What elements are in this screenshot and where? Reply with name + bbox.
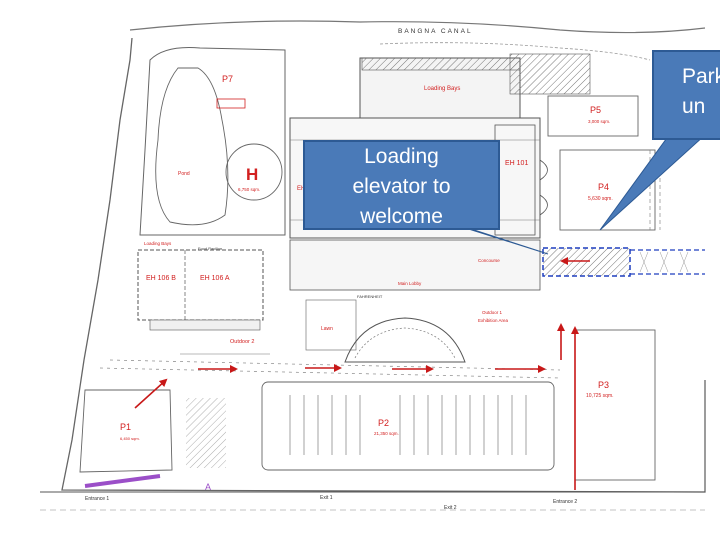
callout-parking-line-2: un	[682, 95, 706, 118]
zone-p1-area: 6,450 sqm.	[120, 436, 140, 441]
zone-p7: P7	[222, 74, 233, 84]
canal-edge-inner	[379, 42, 651, 61]
zone-p4: P4	[598, 182, 609, 192]
label-entrance2: Entrance 2	[553, 499, 577, 505]
hall-eh106	[137, 249, 264, 321]
canal-label: BANGNA CANAL	[398, 28, 473, 35]
zone-p5-area: 3,000 sqm.	[588, 119, 610, 124]
parking-p5	[547, 95, 639, 137]
callout-loading-line-1: Loading	[364, 145, 439, 168]
lobby-block	[289, 239, 541, 291]
purple-marker	[84, 474, 161, 488]
zone-eh101: EH 101	[505, 160, 528, 167]
label-exit1: Exit 1	[320, 495, 333, 501]
zone-p2-area: 21,350 sqm.	[374, 431, 399, 436]
building-north-top	[361, 57, 521, 71]
zone-p3: P3	[598, 380, 609, 390]
building-north-roof	[509, 53, 591, 95]
walkway-line	[630, 249, 705, 275]
parking-p3	[574, 329, 656, 481]
callout-parking-line-1: Park	[682, 65, 720, 88]
p7-sign	[216, 98, 246, 109]
zone-helipad-area: 6,750 sqm.	[238, 187, 260, 192]
canal-edge	[129, 20, 706, 34]
zone-fahrenheit: FAHRENHEIT	[357, 294, 383, 299]
purple-a-marker: A	[205, 482, 211, 492]
zone-p2: P2	[378, 418, 389, 428]
zone-eh106a: EH 106 A	[200, 275, 230, 282]
zone-p3-area: 10,725 sqm.	[586, 393, 614, 399]
zone-pond: Pond	[178, 171, 190, 177]
hall-curves	[539, 159, 548, 216]
zone-exhibition-area: Exhibition Area	[478, 318, 509, 323]
zone-loading-bays-top: Loading Bays	[424, 86, 460, 92]
drop-off-arc	[344, 317, 466, 363]
helipad-ring	[225, 143, 283, 201]
zone-p5: P5	[590, 105, 601, 115]
callout-loading-elevator: Loading elevator to welcome	[303, 140, 500, 230]
parking-p4	[559, 149, 656, 231]
zone-outdoor2: Outdoor 2	[230, 339, 254, 345]
zone-food-pavilion: Food Pavilion	[198, 246, 222, 251]
zone-eh106b: EH 106 B	[146, 275, 176, 282]
zone-outdoor1: Outdoor 1	[482, 310, 503, 315]
zone-p4-area: 5,630 sqm.	[588, 196, 613, 202]
lawn-area	[305, 299, 357, 351]
site-boundary	[61, 37, 706, 493]
callout-loading-line-3: welcome	[360, 205, 443, 228]
pond-shape	[155, 67, 229, 226]
parking-p2	[261, 381, 555, 471]
label-exit2: Exit 2	[444, 505, 457, 511]
zone-main-lobby: Main Lobby	[398, 281, 422, 286]
p1-crosswalk	[186, 398, 226, 468]
zone-concourse: Concourse	[478, 258, 500, 263]
drop-off-arc-inner	[354, 327, 456, 359]
zone-p1: P1	[120, 422, 131, 432]
callout-loading-line-2: elevator to	[352, 175, 451, 198]
traffic-arrows	[134, 257, 590, 490]
zone-lawn: Lawn	[321, 326, 333, 332]
walkway-x	[639, 251, 689, 273]
zone-loading-bays-left: Loading Bays	[144, 241, 172, 246]
parking-p1	[79, 389, 173, 473]
callout-parking: Park un	[652, 50, 720, 140]
label-entrance1: Entrance 1	[85, 496, 109, 502]
p7-boundary	[139, 47, 286, 236]
zone-eh-partial: EH	[297, 186, 305, 192]
zone-helipad: H	[246, 165, 258, 184]
parking-p2-bays	[289, 395, 527, 455]
road-outer	[99, 359, 561, 379]
walkway-bridge	[542, 247, 631, 277]
hall-eh106-base	[149, 319, 261, 331]
